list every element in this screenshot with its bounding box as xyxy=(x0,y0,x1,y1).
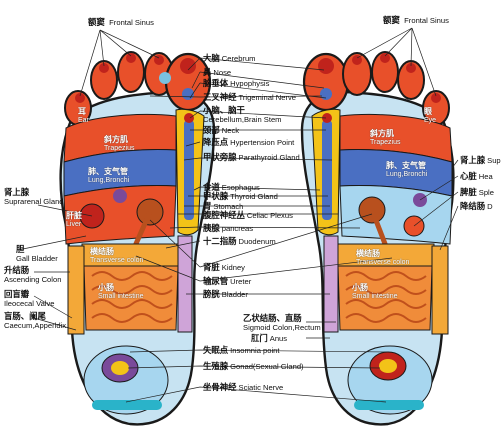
left-foot xyxy=(59,51,216,426)
label-frontal-sinus-right: 额窦 Frontal Sinus xyxy=(383,15,449,26)
leader-lines xyxy=(17,27,459,403)
right-toe-3 xyxy=(371,51,399,93)
label-frontal-sinus-left: 额窦 Frontal Sinus xyxy=(88,17,154,28)
left-toe-3 xyxy=(117,51,145,93)
right-toe-2 xyxy=(342,52,372,96)
left-small-intestine xyxy=(83,265,179,331)
left-toe-4 xyxy=(90,60,118,100)
right-small-intestine xyxy=(337,265,433,331)
